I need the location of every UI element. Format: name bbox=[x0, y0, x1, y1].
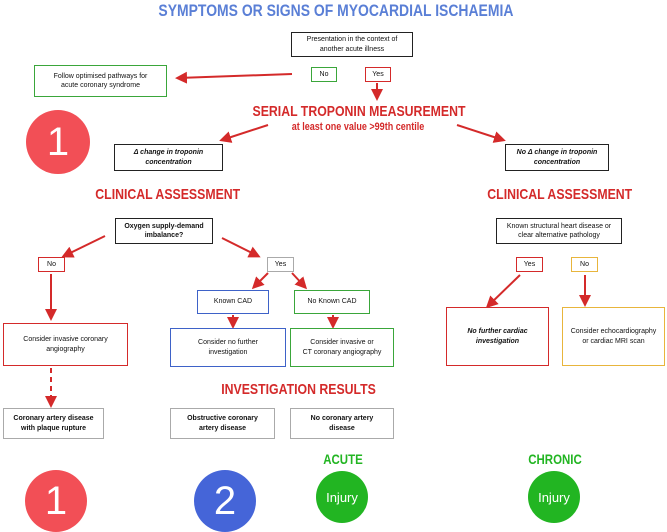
circle-one-top-label: 1 bbox=[46, 119, 70, 164]
injury-chronic-circle: Injury bbox=[528, 471, 580, 523]
circle-two-label: 2 bbox=[213, 478, 237, 523]
arrow-serial-to-nochange bbox=[456, 124, 506, 143]
acs-pathway-box: Follow optimised pathways for acute coro… bbox=[34, 65, 167, 97]
circle-one-bottom-label: 1 bbox=[44, 478, 68, 523]
yes-box-top: Yes bbox=[365, 67, 391, 82]
circle-two: 2 bbox=[194, 470, 256, 532]
acute-label: ACUTE bbox=[323, 451, 363, 467]
invasive-angiography-box: Consider invasive coronary angiography bbox=[3, 323, 128, 366]
yes-box-oxygen: Yes bbox=[267, 257, 294, 272]
chronic-label: CHRONIC bbox=[528, 451, 582, 467]
investigation-results-title: INVESTIGATION RESULTS bbox=[221, 381, 376, 398]
serial-troponin-subtitle: at least one value >99th centile bbox=[291, 121, 425, 133]
delta-change-box: Δ change in troponin concentration bbox=[114, 144, 223, 171]
oxygen-supply-box: Oxygen supply-demand imbalance? bbox=[115, 218, 213, 244]
arrow-yes-to-nofurthercardiac bbox=[485, 274, 521, 309]
echo-mri-box: Consider echocardiography or cardiac MRI… bbox=[562, 307, 665, 366]
structural-disease-box: Known structural heart disease or clear … bbox=[496, 218, 622, 244]
presentation-box: Presentation in the context of another a… bbox=[291, 32, 413, 57]
no-known-cad-box: No Known CAD bbox=[294, 290, 370, 314]
no-further-cardiac-box: No further cardiac investigation bbox=[446, 307, 549, 366]
circle-one-top: 1 bbox=[26, 110, 90, 174]
arrow-no-to-acs bbox=[175, 71, 293, 84]
arrow-oxygen-to-yes bbox=[221, 237, 261, 258]
injury-acute-circle: Injury bbox=[316, 471, 368, 523]
no-box-structural: No bbox=[571, 257, 598, 272]
no-delta-change-box: No Δ change in troponin concentration bbox=[505, 144, 609, 171]
known-cad-box: Known CAD bbox=[197, 290, 269, 314]
circle-one-bottom: 1 bbox=[25, 470, 87, 532]
injury-chronic-label: Injury bbox=[538, 489, 570, 505]
no-cad-box: No coronary artery disease bbox=[290, 408, 394, 439]
arrow-yes-to-knowncad bbox=[251, 272, 269, 290]
no-box-top: No bbox=[311, 67, 337, 82]
yes-box-structural: Yes bbox=[516, 257, 543, 272]
arrow-oxygen-to-no bbox=[61, 235, 106, 258]
clinical-assessment-right: CLINICAL ASSESSMENT bbox=[487, 186, 633, 203]
serial-troponin-title: SERIAL TROPONIN MEASUREMENT bbox=[252, 103, 466, 120]
cad-plaque-rupture-box: Coronary artery disease with plaque rupt… bbox=[3, 408, 104, 439]
no-further-investigation-box: Consider no further investigation bbox=[170, 328, 286, 367]
clinical-assessment-left: CLINICAL ASSESSMENT bbox=[95, 186, 241, 203]
no-box-oxygen: No bbox=[38, 257, 65, 272]
diagram-title: SYMPTOMS OR SIGNS OF MYOCARDIAL ISCHAEMI… bbox=[158, 1, 514, 20]
injury-acute-label: Injury bbox=[326, 489, 358, 505]
obstructive-cad-box: Obstructive coronary artery disease bbox=[170, 408, 275, 439]
arrow-serial-to-change bbox=[219, 124, 269, 143]
invasive-or-ct-box: Consider invasive or CT coronary angiogr… bbox=[290, 328, 394, 367]
arrow-yes-to-noknowncad bbox=[291, 272, 308, 290]
